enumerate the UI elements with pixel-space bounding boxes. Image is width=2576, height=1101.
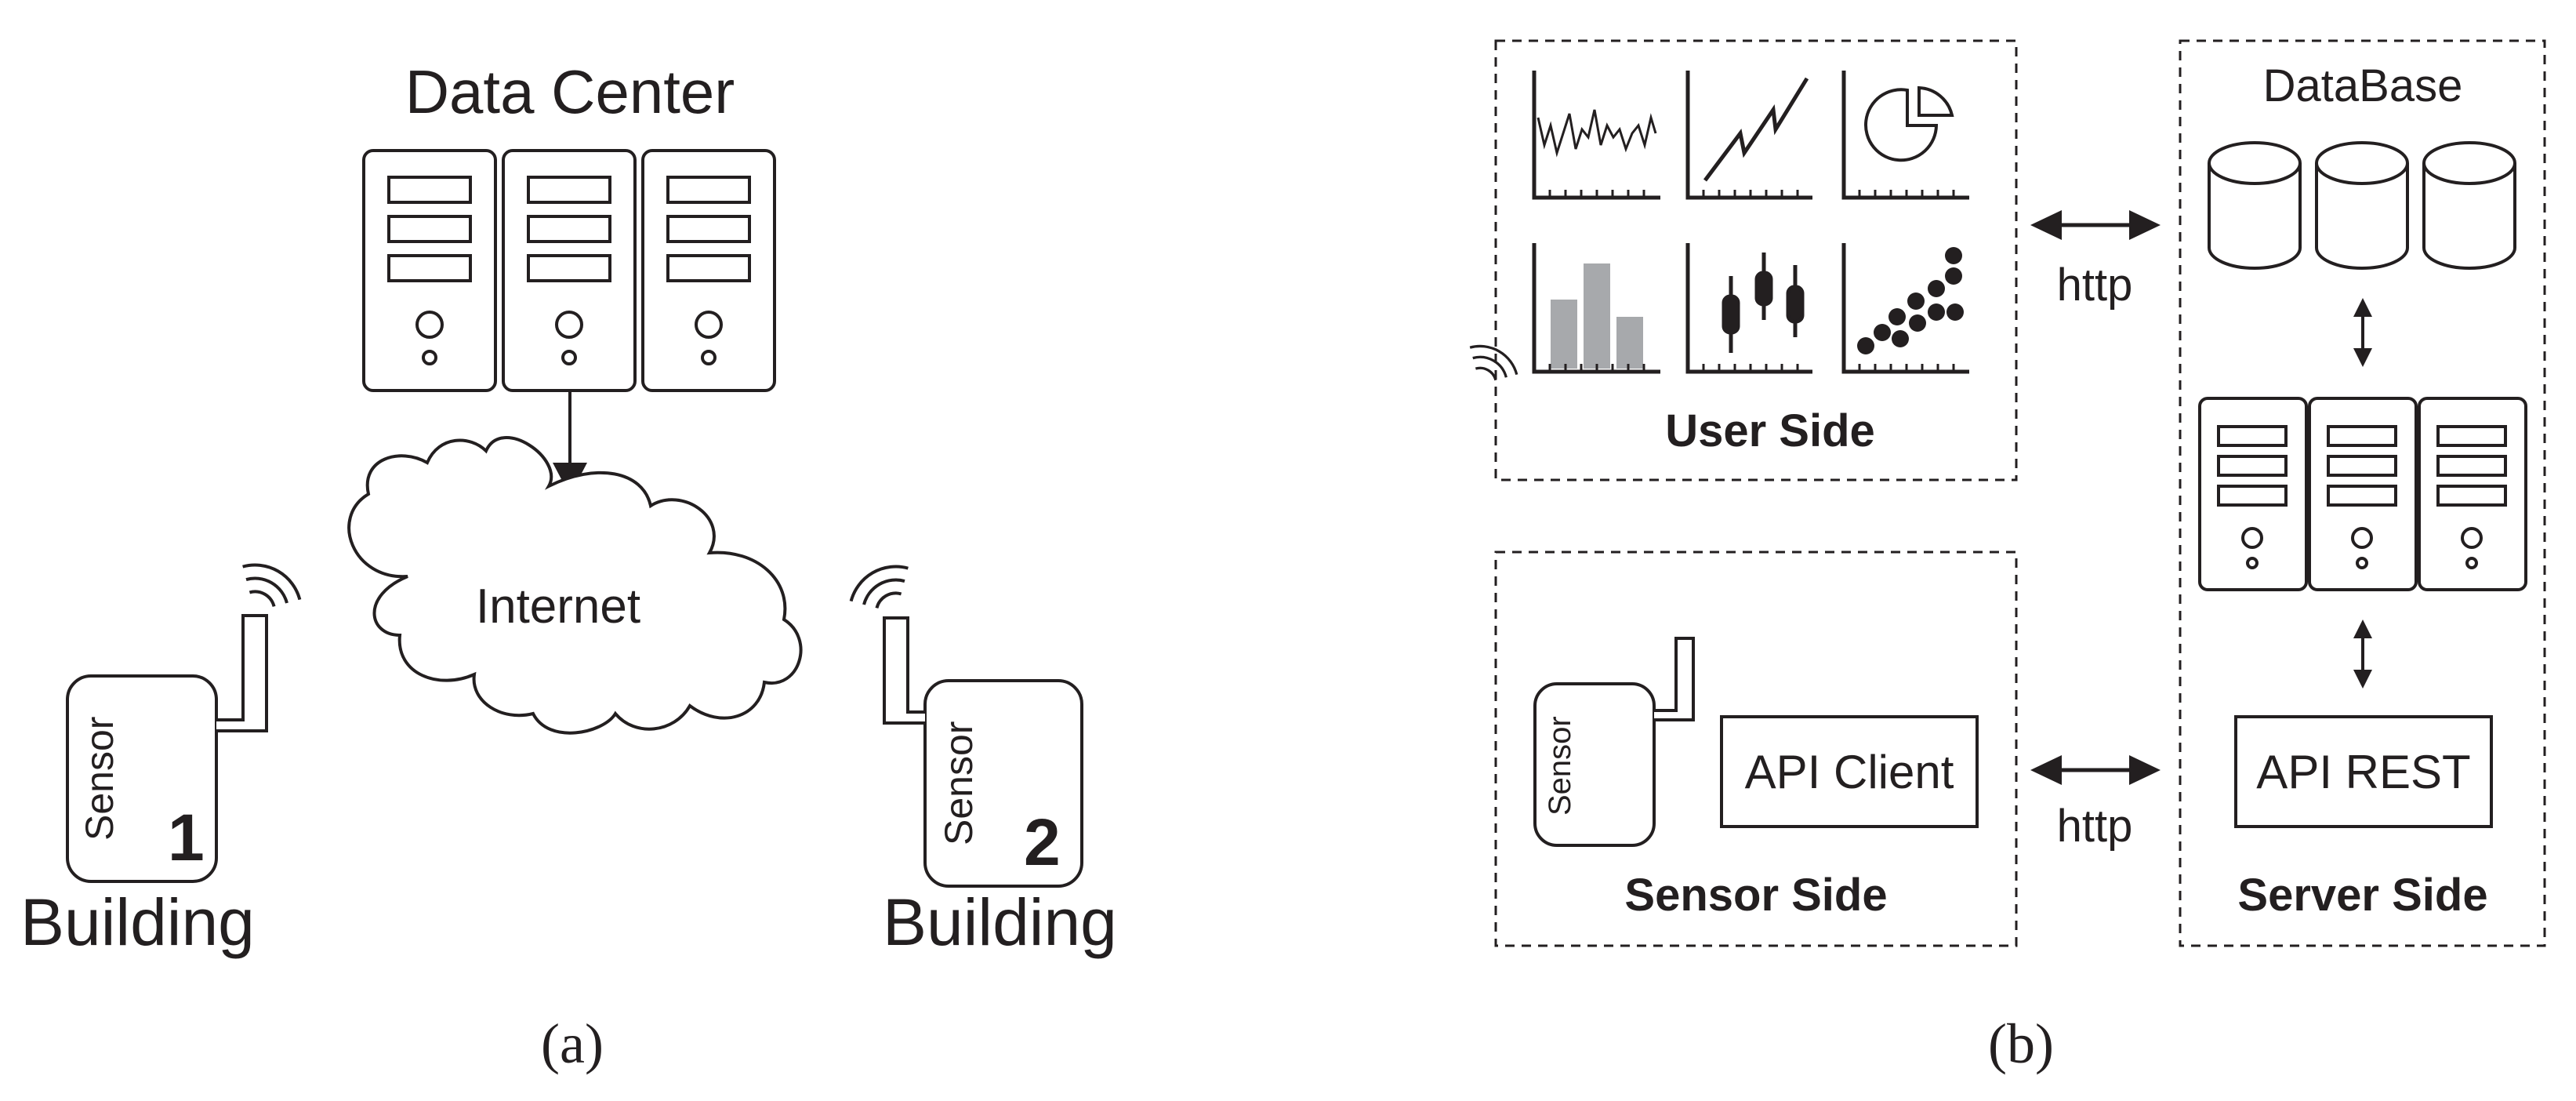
wifi-signal-icon [1460,336,1524,390]
api-client-box [1720,715,1979,828]
double-arrow-icon [2030,755,2161,785]
sensor-device-1 [66,553,309,883]
sensor-side-box [1494,550,2018,947]
double-arrow-icon [2353,298,2372,367]
sensor-label: Sensor [78,716,122,841]
api-rest-box [2234,715,2493,828]
server-side-label: Server Side [2237,870,2488,921]
user-side-label: User Side [1665,405,1875,456]
sensor-label: Sensor [937,721,981,845]
data-center-servers [362,149,776,392]
database-cylinder-icon [2315,141,2409,270]
bar-chart-icon [1532,243,1660,374]
http-label: http [2056,801,2133,852]
chart-icons [1532,71,1969,374]
server-icon [362,149,497,392]
database-label: DataBase [2262,60,2463,111]
building-label: Building [883,885,1117,959]
sensor-device-2 [842,554,1083,888]
internet-label: Internet [475,580,641,634]
scatter-chart-icon [1841,243,1969,374]
server-icon [2308,397,2418,591]
api-client-label: API Client [1744,746,1954,798]
user-side-box [1494,39,2018,481]
server-icon [641,149,776,392]
sensor-label: Sensor [1543,716,1577,816]
line-chart-icon [1685,71,1812,200]
figure-caption-b: (b) [1988,1012,2054,1075]
server-icon [2418,397,2527,591]
figure-caption-a: (a) [541,1012,604,1075]
database-cylinder-icon [2208,141,2302,270]
database-icons [2208,141,2516,270]
database-cylinder-icon [2422,141,2516,270]
sensor-side-label: Sensor Side [1624,870,1888,921]
server-icon [502,149,637,392]
building-number: 2 [1024,805,1061,879]
http-label: http [2056,260,2133,311]
server-towers [2198,397,2527,591]
line-chart-icon [1532,71,1660,200]
sensor-device-b [1460,336,1695,847]
wifi-signal-icon [842,554,920,620]
api-rest-label: API REST [2256,746,2471,798]
building-number: 1 [168,801,205,874]
double-arrow-icon [2353,620,2372,689]
building-label: Building [20,885,255,959]
pie-chart-icon [1841,71,1969,200]
server-icon [2198,397,2308,591]
wifi-signal-icon [231,553,309,618]
server-side-box [2179,39,2546,947]
double-arrow-icon [2030,210,2161,240]
cloud-icon [347,436,803,735]
data-center-label: Data Center [405,57,735,126]
candlestick-chart-icon [1685,243,1812,374]
